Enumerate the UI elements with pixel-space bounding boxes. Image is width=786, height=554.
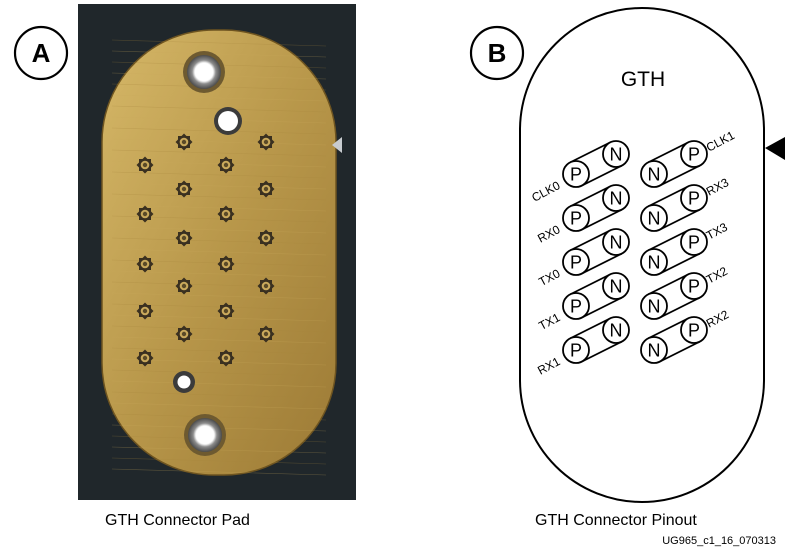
pin-pad [136, 255, 154, 273]
panel-a: A [13, 4, 356, 500]
pin-letter: N [648, 297, 661, 317]
pin-pad [217, 156, 235, 174]
pin-letter: P [688, 277, 700, 297]
badge-b-label: B [488, 38, 507, 68]
pin-letter: P [570, 209, 582, 229]
pin-letter: N [610, 277, 623, 297]
pin-letter: N [610, 189, 623, 209]
badge-a-label: A [32, 38, 51, 68]
pin-letter: N [648, 253, 661, 273]
pin-pad [217, 205, 235, 223]
pin-pair-right: PN [640, 228, 708, 276]
pin-letter: N [648, 341, 661, 361]
pin-letter: N [610, 233, 623, 253]
pin-n [602, 316, 630, 344]
pin-pair-right: PN [640, 316, 708, 364]
pin-pad [257, 277, 275, 295]
pin-n [640, 292, 668, 320]
pin-pad [175, 229, 193, 247]
pin-letter: P [570, 165, 582, 185]
pin-pad [136, 205, 154, 223]
pin-p [562, 204, 590, 232]
alignment-hole-top [214, 107, 242, 135]
pin-pair-right: PN [640, 184, 708, 232]
pin-letter: P [570, 341, 582, 361]
pin-letter: N [648, 209, 661, 229]
pin-pad [257, 229, 275, 247]
pin-p [680, 228, 708, 256]
badge-a: A [13, 25, 69, 81]
pin-pad [175, 180, 193, 198]
pin-n [602, 228, 630, 256]
pin-pad [257, 180, 275, 198]
pin-p [680, 272, 708, 300]
pin-letter: P [688, 189, 700, 209]
pin-n [640, 248, 668, 276]
pin-p [562, 336, 590, 364]
pin-pair-left: NP [562, 272, 630, 320]
pin-p [680, 316, 708, 344]
pin-pair-right: PN [640, 272, 708, 320]
pin-n [602, 184, 630, 212]
pin-p [562, 292, 590, 320]
badge-b: B [469, 25, 525, 81]
pin-letter: P [688, 145, 700, 165]
pin-pair-left: NP [562, 316, 630, 364]
pin-pad [257, 133, 275, 151]
pin-n [602, 140, 630, 168]
pin-pair-left: NP [562, 228, 630, 276]
pin1-marker-light [332, 137, 342, 153]
pin-n [640, 160, 668, 188]
pin-letter: N [610, 321, 623, 341]
connector-pad [101, 29, 337, 476]
pin-p [562, 160, 590, 188]
pin-pad [175, 133, 193, 151]
pin-letter: P [570, 253, 582, 273]
pin-pad [217, 255, 235, 273]
figure-id: UG965_c1_16_070313 [662, 535, 776, 547]
pin-pair-left: NP [562, 140, 630, 188]
pin-pad [217, 302, 235, 320]
pin-pad [136, 156, 154, 174]
pin-n [640, 336, 668, 364]
pin-n [640, 204, 668, 232]
pinout-title: GTH [621, 68, 665, 91]
mounting-hole-bottom [184, 414, 226, 456]
pin-p [680, 184, 708, 212]
mounting-hole-top [183, 51, 225, 93]
pin-pad [175, 325, 193, 343]
caption-connector-pinout: GTH Connector Pinout [535, 512, 697, 529]
pin-letter: N [648, 165, 661, 185]
pin-letter: P [688, 233, 700, 253]
pin-pad-array [136, 133, 275, 367]
caption-connector-pad: GTH Connector Pad [105, 512, 250, 529]
pin-letter: N [610, 145, 623, 165]
pin-pad [257, 325, 275, 343]
pin-p [680, 140, 708, 168]
pin-pair-right: PN [640, 140, 708, 188]
alignment-hole-bottom [173, 371, 195, 393]
pin-pad [136, 349, 154, 367]
pin1-marker-dark [765, 137, 785, 160]
pin-letter: P [688, 321, 700, 341]
pin-p [562, 248, 590, 276]
pin-letter: P [570, 297, 582, 317]
pin-pad [217, 349, 235, 367]
pin-pad [175, 277, 193, 295]
pin-n [602, 272, 630, 300]
pin-pad [136, 302, 154, 320]
pin-pair-left: NP [562, 184, 630, 232]
